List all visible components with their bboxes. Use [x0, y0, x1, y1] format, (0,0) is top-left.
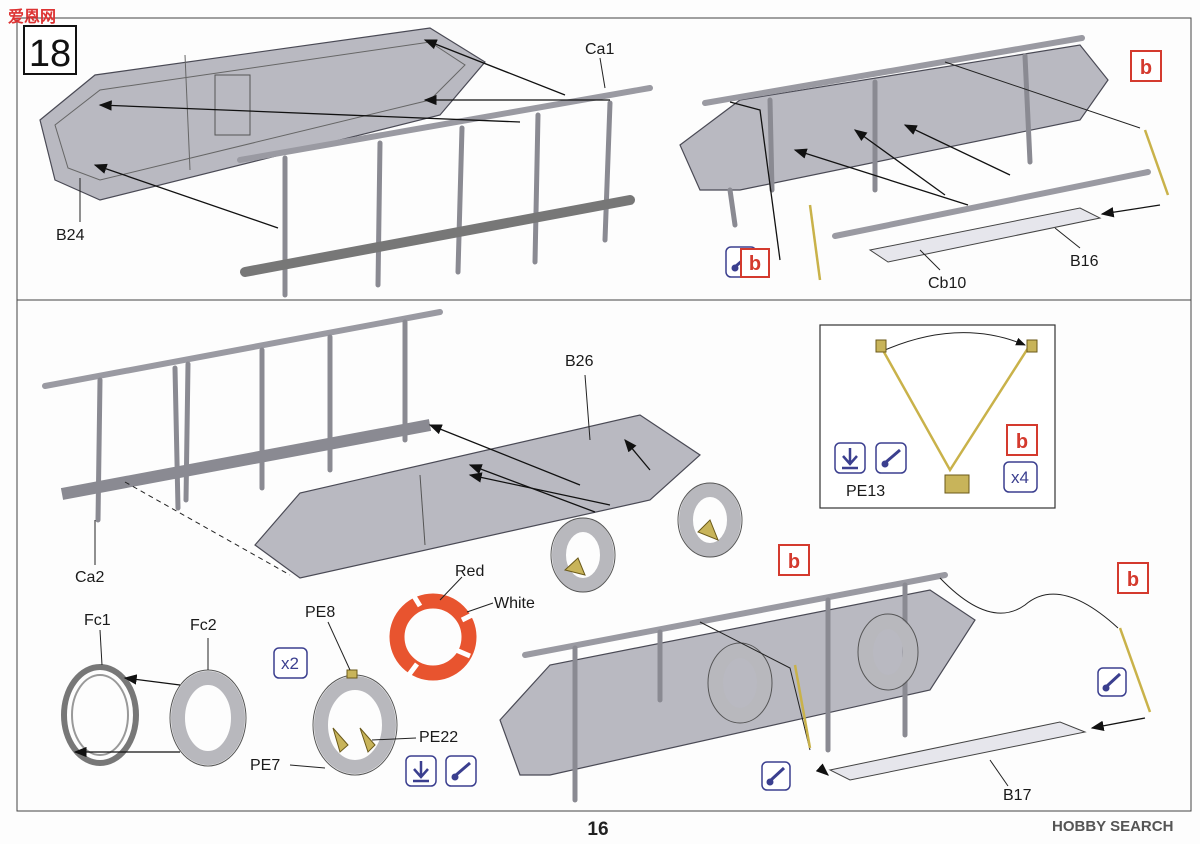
label-fc2: Fc2 — [190, 617, 217, 634]
lifebuoy-color-guide — [389, 591, 478, 681]
part-b17 — [828, 721, 1087, 781]
paint-b-badge: b — [1130, 50, 1162, 82]
label-b26: B26 — [565, 353, 594, 370]
pe13-detail-box: PE13 b x4 — [819, 324, 1056, 509]
glue-icon — [1097, 667, 1127, 697]
step-number: 18 — [29, 33, 71, 75]
watermark-top: 爱恩网 — [8, 7, 56, 26]
paint-b-badge: b — [778, 544, 810, 576]
lifebuoy-pe — [312, 669, 398, 776]
glue-icon — [761, 761, 791, 791]
part-b24 — [39, 27, 486, 201]
fold-down-icon — [834, 442, 866, 474]
part-bottom-right-panel — [499, 572, 976, 803]
label-pe13: PE13 — [846, 483, 885, 500]
watermark-bottom: HOBBY SEARCH — [1052, 818, 1173, 835]
fold-down-icon — [405, 755, 437, 787]
label-red: Red — [455, 563, 484, 580]
badge-x2: x2 — [281, 654, 299, 673]
svg-text:b: b — [788, 551, 800, 573]
quantity-badge: x4 — [1003, 461, 1038, 493]
label-ca1: Ca1 — [585, 41, 614, 58]
part-fc1 — [61, 664, 139, 766]
lifebuoy-assembled — [550, 517, 616, 593]
svg-text:b: b — [749, 253, 761, 275]
badge-x4: x4 — [1011, 468, 1029, 487]
label-cb10: Cb10 — [928, 275, 966, 292]
label-b16: B16 — [1070, 253, 1099, 270]
step-box: 18 — [23, 25, 77, 75]
part-b26 — [254, 414, 701, 579]
part-b16 — [832, 169, 1151, 263]
part-fc2 — [169, 669, 247, 767]
label-b17: B17 — [1003, 787, 1032, 804]
page-number: 16 — [587, 819, 608, 840]
part-ca2 — [42, 309, 443, 523]
label-white: White — [494, 595, 535, 612]
label-fc1: Fc1 — [84, 612, 111, 629]
glue-icon — [875, 442, 907, 474]
part-ca1 — [237, 85, 653, 298]
label-ca2: Ca2 — [75, 569, 104, 586]
svg-text:b: b — [1140, 57, 1152, 79]
label-b24: B24 — [56, 227, 85, 244]
svg-text:b: b — [1127, 569, 1139, 591]
paint-b-badge: b — [1006, 424, 1038, 456]
label-pe22: PE22 — [419, 729, 458, 746]
page-frame — [16, 17, 1192, 812]
glue-icon — [445, 755, 477, 787]
part-top-right-panel — [679, 35, 1109, 228]
svg-text:b: b — [1016, 431, 1028, 453]
quantity-badge: x2 — [273, 647, 308, 679]
lifebuoy-assembled — [677, 482, 743, 558]
label-pe8: PE8 — [305, 604, 335, 621]
label-pe7: PE7 — [250, 757, 280, 774]
paint-b-badge: b — [740, 248, 770, 278]
paint-b-badge: b — [1117, 562, 1149, 594]
